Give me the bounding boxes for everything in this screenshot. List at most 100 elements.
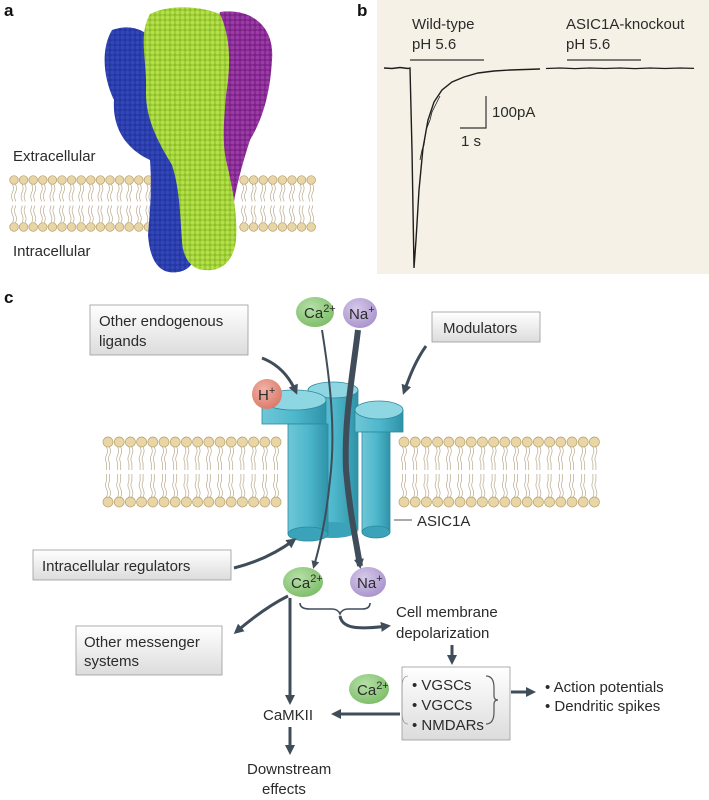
lipid-head	[421, 436, 432, 448]
lipid-head	[577, 496, 589, 508]
lipid-head	[86, 222, 96, 232]
lipid-head	[268, 175, 278, 185]
scale-time-label: 1 s	[461, 133, 481, 150]
lipid-head	[192, 496, 203, 508]
lipid-head	[443, 496, 455, 508]
lipid-head	[421, 496, 432, 508]
lipid-head	[203, 436, 215, 448]
lipid-head	[258, 175, 268, 185]
lipid-head	[566, 496, 578, 508]
lipid-tails	[260, 184, 267, 223]
lipid-head	[28, 175, 38, 185]
arrow-ca-to-messenger	[233, 594, 289, 634]
ions-brace	[299, 602, 371, 617]
lipid-head	[203, 496, 215, 508]
output-action-potentials: • Action potentials	[545, 679, 664, 696]
svg-text:Ca2+: Ca2+	[357, 680, 389, 699]
lipid-tails	[87, 184, 94, 223]
lipid-head	[555, 436, 567, 448]
lipid-head	[18, 222, 29, 232]
lipid-head	[248, 175, 259, 185]
wildtype-title: Wild-type	[412, 16, 475, 33]
camkii-label: CaMKII	[263, 707, 313, 724]
trace-panel-background	[377, 0, 709, 274]
lipid-head	[66, 222, 77, 232]
lipid-head	[57, 222, 67, 232]
panel-b-letter: b	[357, 1, 367, 20]
lipid-head	[114, 175, 125, 185]
lipid-head	[47, 222, 58, 232]
arrow-regulators-to-channel	[233, 538, 297, 570]
lipid-tails	[39, 184, 46, 223]
lipid-tails	[250, 184, 257, 223]
lipid-head	[270, 436, 282, 448]
lipid-tails	[580, 446, 587, 498]
lipid-head	[147, 436, 159, 448]
lipid-tails	[524, 446, 531, 498]
ca-ion-bottom: Ca2+	[283, 567, 323, 597]
lipid-head	[521, 436, 533, 448]
lipid-tails	[59, 184, 65, 223]
lipid-head	[510, 436, 522, 448]
lipid-head	[306, 175, 316, 185]
lipid-tails	[105, 446, 111, 498]
lipid-head	[259, 496, 271, 508]
channel-item-nmdar: • NMDARs	[412, 717, 484, 734]
lipid-tails	[30, 184, 37, 223]
svg-text:Na+: Na+	[349, 304, 375, 323]
lipid-tails	[479, 446, 486, 498]
svg-text:Ca2+: Ca2+	[291, 573, 323, 592]
lipid-head	[76, 175, 86, 185]
intracellular-label: Intracellular	[13, 243, 91, 260]
membrane-a	[9, 175, 316, 232]
lipid-tails	[217, 446, 223, 498]
panel-c-letter: c	[4, 288, 13, 307]
lipid-head	[499, 436, 511, 448]
lipid-tails	[269, 184, 276, 223]
lipid-head	[114, 222, 125, 232]
lipid-tails	[261, 446, 268, 498]
lipid-head	[306, 222, 316, 232]
lipid-tails	[569, 446, 575, 498]
lipid-tails	[513, 446, 519, 498]
lipid-head	[95, 222, 106, 232]
depolarization-line2: depolarization	[396, 625, 489, 642]
box-modulators: Modulators	[431, 311, 541, 343]
lipid-head	[259, 436, 271, 448]
lipid-head	[181, 496, 192, 508]
lipid-tails	[228, 446, 235, 498]
lipid-tails	[161, 446, 167, 498]
lipid-head	[147, 496, 159, 508]
lipid-head	[181, 436, 192, 448]
lipid-tails	[205, 446, 212, 498]
membrane-c	[102, 436, 600, 508]
lipid-tails	[468, 446, 475, 498]
lipid-tails	[138, 446, 145, 498]
lipid-tails	[116, 446, 123, 498]
lipid-tails	[298, 184, 305, 223]
lipid-head	[237, 436, 248, 448]
lipid-head	[477, 496, 488, 508]
lipid-head	[533, 436, 544, 448]
lipid-tails	[279, 184, 286, 223]
lipid-head	[296, 222, 307, 232]
lipid-tails	[97, 184, 104, 223]
knockout-title: ASIC1A-knockout	[566, 16, 685, 33]
lipid-head	[454, 436, 466, 448]
svg-text:H+: H+	[258, 385, 275, 404]
lipid-head	[296, 175, 307, 185]
lipid-head	[258, 222, 268, 232]
downstream-line1: Downstream	[247, 761, 331, 778]
lipid-head	[454, 496, 466, 508]
lipid-head	[488, 496, 499, 508]
lipid-head	[239, 222, 249, 232]
na-ion-bottom: Na+	[350, 567, 386, 597]
lipid-head	[113, 436, 125, 448]
na-flow-line	[342, 329, 364, 569]
lipid-tails	[135, 184, 142, 223]
lipid-head	[544, 436, 555, 448]
lipid-head	[555, 496, 567, 508]
lipid-head	[270, 496, 282, 508]
lipid-head	[18, 175, 29, 185]
lipid-head	[409, 436, 421, 448]
